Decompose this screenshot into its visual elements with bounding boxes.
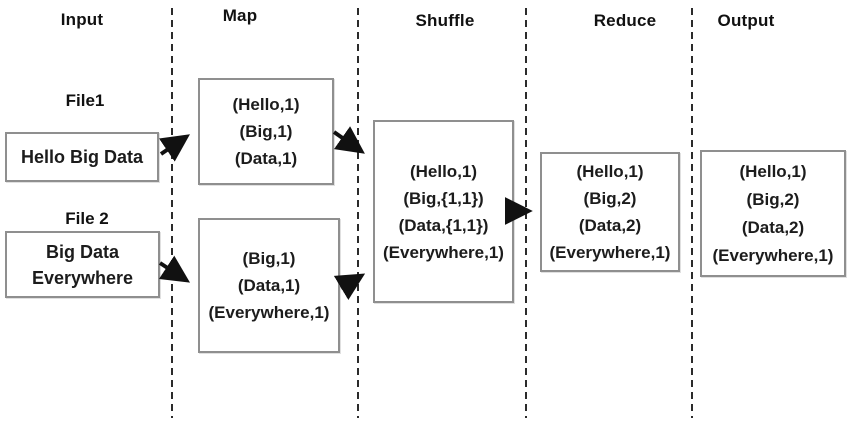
shuffle-box: (Hello,1) (Big,{1,1}) (Data,{1,1}) (Ever… — [373, 120, 514, 303]
arrow-file1-to-map1 — [158, 134, 190, 162]
map-box-2-line: (Big,1) — [242, 249, 296, 268]
shuffle-box-line: (Big,{1,1}) — [403, 188, 484, 208]
input-file2-line: Everywhere — [31, 267, 134, 288]
map-box-1: (Hello,1) (Big,1) (Data,1) — [198, 78, 334, 185]
map-box-1-line: (Big,1) — [239, 122, 293, 141]
file1-label: File1 — [65, 91, 105, 110]
map-box-2: (Big,1) (Data,1) (Everywhere,1) — [198, 218, 340, 353]
column-divider-reduce-output — [691, 8, 693, 418]
column-divider-map-shuffle — [357, 8, 359, 418]
reduce-box-line: (Everywhere,1) — [549, 243, 671, 262]
reduce-box-line: (Hello,1) — [576, 162, 644, 181]
shuffle-box-line: (Everywhere,1) — [383, 242, 504, 262]
output-box-line: (Big,2) — [746, 189, 800, 209]
column-divider-shuffle-reduce — [525, 8, 527, 418]
shuffle-box-line: (Hello,1) — [409, 161, 478, 181]
column-header-reduce: Reduce — [593, 11, 657, 30]
reduce-box-line: (Data,2) — [578, 216, 642, 235]
shuffle-box-line: (Data,{1,1}) — [398, 215, 489, 235]
column-header-map: Map — [222, 6, 258, 25]
output-box: (Hello,1) (Big,2) (Data,2) (Everywhere,1… — [700, 150, 846, 277]
column-header-input: Input — [60, 10, 104, 29]
column-divider-input-map — [171, 8, 173, 418]
map-box-1-line: (Hello,1) — [232, 95, 300, 114]
input-file1-text: Hello Big Data — [20, 146, 144, 167]
column-header-shuffle: Shuffle — [415, 11, 475, 30]
input-file2-line: Big Data — [45, 241, 119, 262]
column-header-output: Output — [717, 11, 775, 30]
map-box-2-line: (Everywhere,1) — [208, 303, 330, 322]
output-box-line: (Data,2) — [741, 217, 805, 237]
input-file1-box: Hello Big Data — [5, 132, 159, 182]
input-file2-box: Big Data Everywhere — [5, 231, 160, 298]
output-box-line: (Everywhere,1) — [712, 245, 834, 265]
reduce-box: (Hello,1) (Big,2) (Data,2) (Everywhere,1… — [540, 152, 680, 272]
map-box-2-line: (Data,1) — [237, 276, 301, 295]
arrow-file2-to-map2 — [158, 255, 191, 283]
output-box-line: (Hello,1) — [739, 161, 807, 181]
reduce-box-line: (Big,2) — [583, 189, 637, 208]
map-box-1-line: (Data,1) — [234, 149, 298, 168]
file2-label: File 2 — [65, 209, 109, 228]
